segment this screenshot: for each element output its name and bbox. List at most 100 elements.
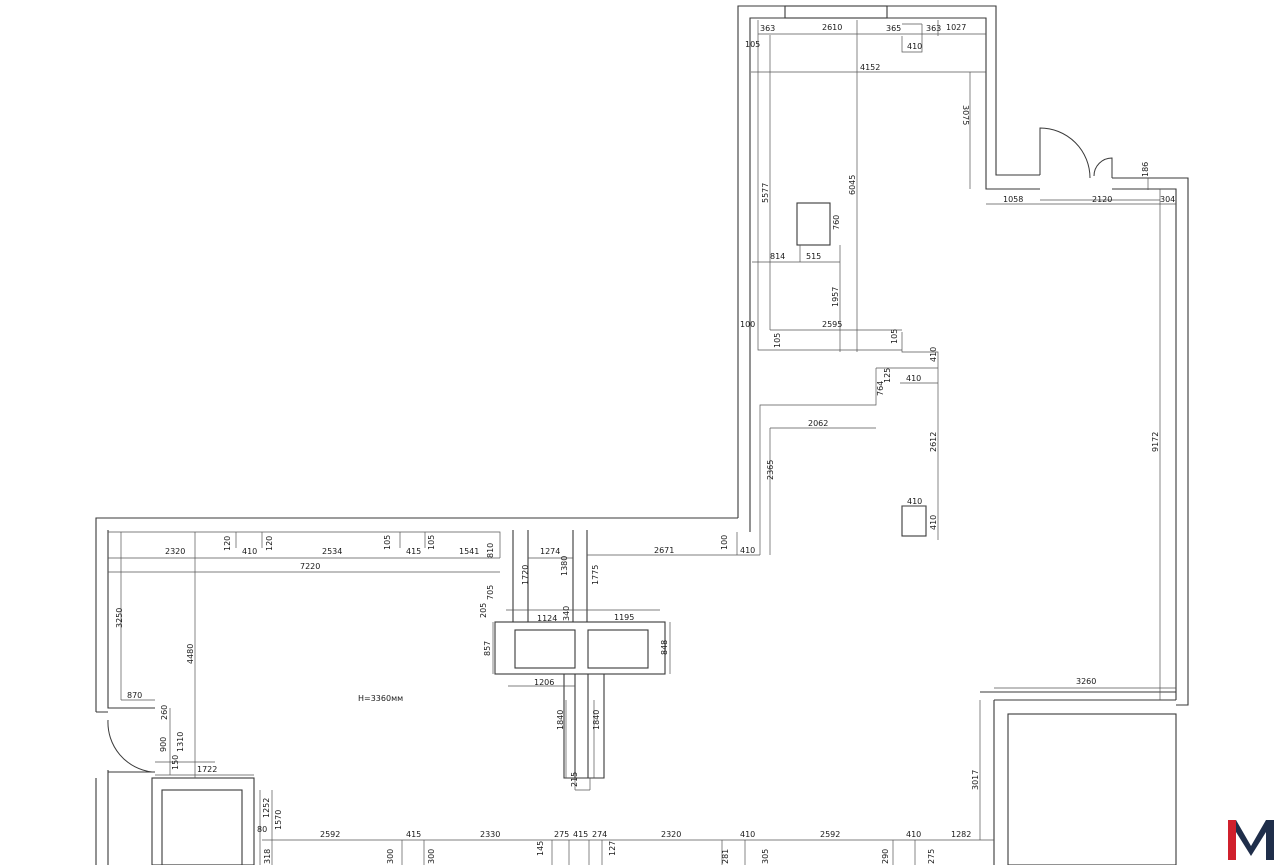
- dim-bottom-10: 1282: [951, 830, 971, 839]
- door-left: [96, 711, 155, 773]
- wall-outline-left: [95, 517, 738, 865]
- dim-left-3: 120: [265, 536, 274, 551]
- dim-left-19: 1252: [262, 798, 271, 818]
- dim-bottom-14: 127: [608, 841, 617, 856]
- dim-right-2: 2120: [1092, 195, 1112, 204]
- dim-bottom-13: 145: [536, 841, 545, 856]
- dim-lines-left: [108, 531, 501, 865]
- dim-left-10: 7220: [300, 562, 320, 571]
- dim-bottom-3: 275: [554, 830, 569, 839]
- dim-left-16: 1310: [176, 732, 185, 752]
- wall-lower-right: [980, 691, 1176, 865]
- dim-upper-17: 410: [907, 497, 922, 506]
- wall-inner-left: [107, 530, 155, 865]
- dimension-labels: 105 363 2610 365 410 363 1027 4152 3075 …: [115, 23, 1175, 864]
- dim-right-3: 304: [1160, 195, 1175, 204]
- dim-left-18: 1722: [197, 765, 217, 774]
- dim-upper-11: 410: [906, 374, 921, 383]
- dim-top-0: 105: [745, 40, 760, 49]
- m-logo-icon: [1228, 820, 1274, 860]
- dim-left-14: 260: [160, 705, 169, 720]
- dim-bottom-7: 410: [740, 830, 755, 839]
- dim-upper-2: 760: [832, 215, 841, 230]
- dim-center-0: 1274: [540, 547, 560, 556]
- dim-bottom-11: 300: [386, 849, 395, 864]
- dim-top-1: 363: [760, 24, 775, 33]
- dim-top-5: 363: [926, 24, 941, 33]
- dim-center-17: 215: [570, 772, 579, 787]
- dim-left-6: 415: [406, 547, 421, 556]
- dim-left-13: 870: [127, 691, 142, 700]
- dim-right-6: 3017: [971, 770, 980, 790]
- dim-right-0: 186: [1141, 162, 1150, 177]
- dim-center-16: 1840: [592, 710, 601, 730]
- dim-upper-13: 764: [876, 381, 885, 396]
- dim-upper-14: 2062: [808, 419, 828, 428]
- dim-left-15: 900: [159, 737, 168, 752]
- dim-center-10: 340: [562, 606, 571, 621]
- dim-upper-16: 2612: [929, 432, 938, 452]
- column-lower-left: [151, 777, 255, 865]
- dim-top-2: 2610: [822, 23, 842, 32]
- wall-center-upper: [512, 530, 588, 622]
- partition-center: [494, 621, 666, 675]
- dim-left-20: 80: [257, 825, 267, 834]
- dim-upper-8: 105: [773, 333, 782, 348]
- column-upper: [796, 202, 831, 246]
- dim-upper-9: 105: [890, 329, 899, 344]
- dim-center-7: 205: [479, 603, 488, 618]
- dim-upper-4: 515: [806, 252, 821, 261]
- dim-upper-0: 5577: [761, 183, 770, 203]
- dim-center-11: 1195: [614, 613, 634, 622]
- ceiling-height-label: H=3360мм: [358, 694, 403, 703]
- dim-left-21: 1570: [274, 810, 283, 830]
- dim-bottom-9: 410: [906, 830, 921, 839]
- dim-top-7: 4152: [860, 63, 880, 72]
- column-center-inner: [574, 674, 589, 778]
- dimension-lines: [108, 20, 1176, 865]
- dim-left-7: 105: [427, 535, 436, 550]
- dim-upper-10: 410: [929, 347, 938, 362]
- dim-upper-15: 2365: [766, 460, 775, 480]
- dim-top-4: 410: [907, 42, 922, 51]
- dim-upper-3: 814: [770, 252, 785, 261]
- dim-upper-7: 2595: [822, 320, 842, 329]
- dim-bottom-2: 2330: [480, 830, 500, 839]
- niche-left: [514, 629, 576, 669]
- dim-left-12: 4480: [186, 644, 195, 664]
- dim-bottom-16: 305: [761, 849, 770, 864]
- dim-left-9: 810: [486, 543, 495, 558]
- dim-left-1: 120: [223, 536, 232, 551]
- wall-outline-upper: [737, 5, 1189, 706]
- dim-bottom-4: 415: [573, 830, 588, 839]
- dim-left-5: 105: [383, 535, 392, 550]
- dim-top-6: 1027: [946, 23, 966, 32]
- dim-center-3: 1775: [591, 565, 600, 585]
- dim-center-1: 1720: [521, 565, 530, 585]
- walls: [95, 5, 1189, 865]
- dim-left-8: 1541: [459, 547, 479, 556]
- dim-upper-1: 6045: [848, 175, 857, 195]
- dim-bottom-6: 2320: [661, 830, 681, 839]
- dim-bottom-17: 290: [881, 849, 890, 864]
- dim-left-11: 3250: [115, 608, 124, 628]
- window-top: [784, 5, 888, 19]
- dim-left-17: 150: [171, 755, 180, 770]
- dim-bottom-18: 275: [927, 849, 936, 864]
- dim-bottom-1: 415: [406, 830, 421, 839]
- dim-upper-5: 1957: [831, 287, 840, 307]
- dim-center-13: 848: [660, 640, 669, 655]
- niche-right: [587, 629, 649, 669]
- dim-center-6: 410: [740, 546, 755, 555]
- dim-center-12: 857: [483, 641, 492, 656]
- dim-bottom-15: 281: [721, 849, 730, 864]
- dim-left-0: 2320: [165, 547, 185, 556]
- dim-center-2: 1380: [560, 556, 569, 576]
- room-lower-right: [1007, 713, 1177, 865]
- doors: [96, 127, 1113, 773]
- dim-lines-upper: [751, 20, 1176, 700]
- wall-inner-upper: [749, 17, 1177, 700]
- dim-left-2: 410: [242, 547, 257, 556]
- dim-right-5: 3260: [1076, 677, 1096, 686]
